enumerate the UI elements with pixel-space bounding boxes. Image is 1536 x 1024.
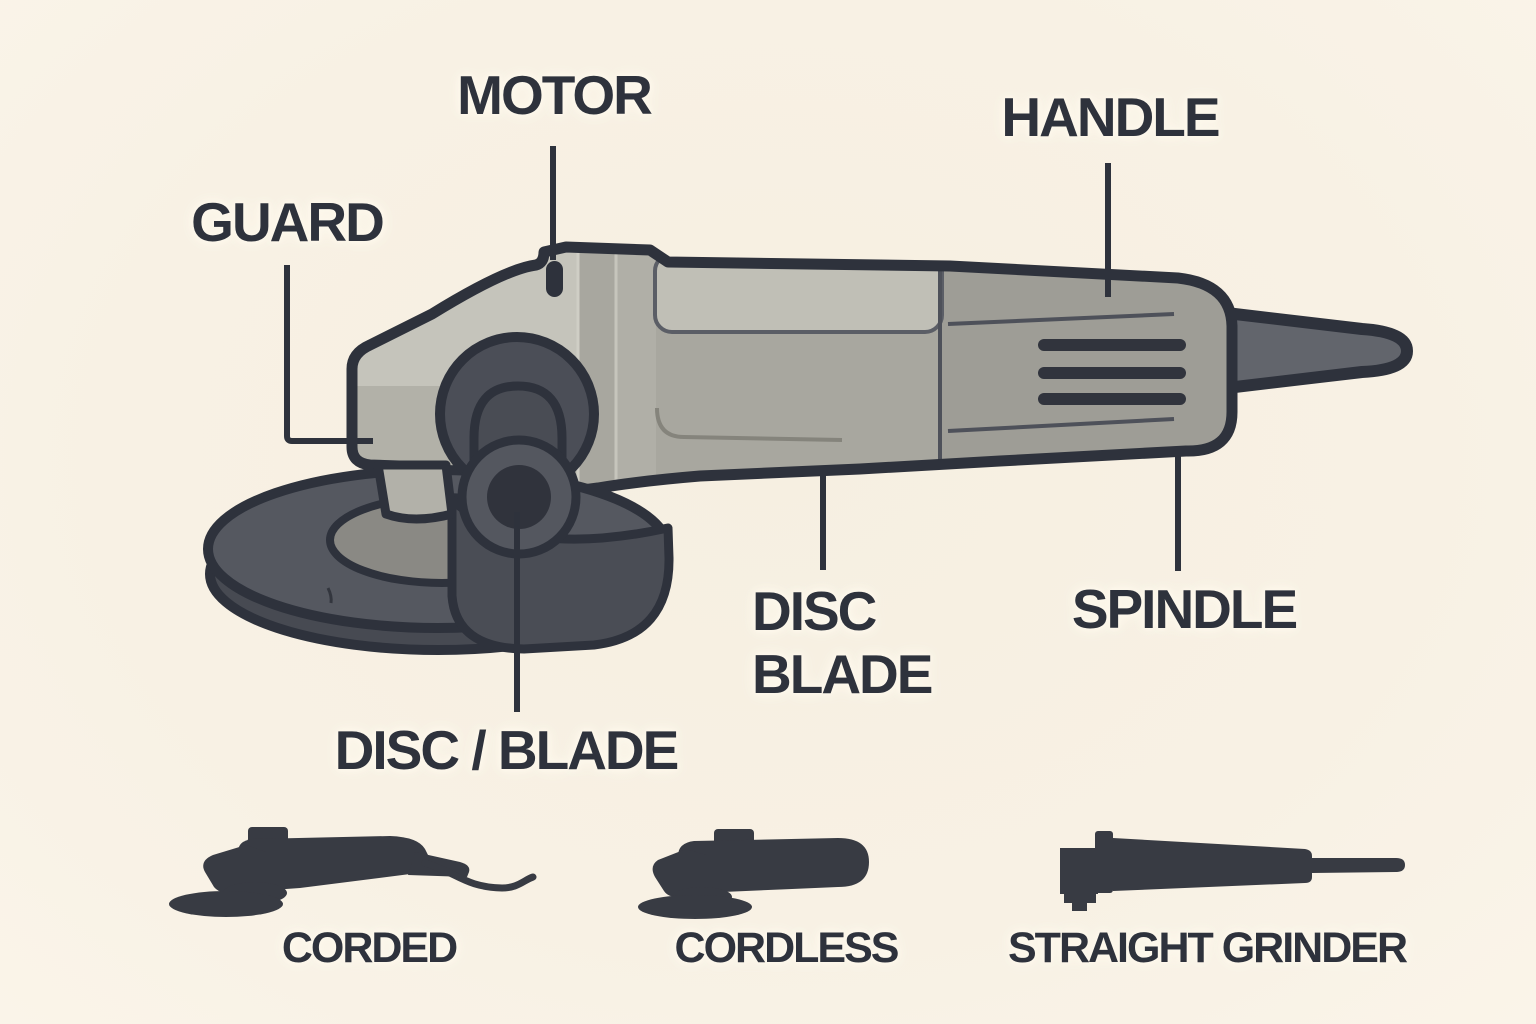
handle-grip-slots xyxy=(1038,339,1186,405)
label-disc-blade: DISC BLADE xyxy=(752,580,933,705)
rear-spindle-shaft xyxy=(1212,306,1413,395)
label-spindle: SPINDLE xyxy=(1071,578,1298,640)
label-motor: MOTOR xyxy=(457,64,653,126)
label-disc-blade-line2: BLADE xyxy=(752,642,933,705)
corded-grinder-silhouette xyxy=(169,827,537,917)
label-corded: CORDED xyxy=(281,924,458,972)
label-guard: GUARD xyxy=(191,191,385,253)
power-cord xyxy=(421,859,537,892)
neck-collar xyxy=(373,460,457,524)
label-disc-blade-line1: DISC xyxy=(752,580,877,642)
motor-switch xyxy=(546,261,563,297)
spindle-nut xyxy=(487,465,551,529)
disc-assembly xyxy=(203,460,674,655)
label-handle: HANDLE xyxy=(1001,86,1220,148)
label-straight-grinder: STRAIGHT GRINDER xyxy=(1008,924,1408,972)
straight-grinder-silhouette xyxy=(1060,831,1405,911)
guard-leader-line xyxy=(284,265,373,444)
cordless-grinder-silhouette xyxy=(638,829,869,919)
label-cordless: CORDLESS xyxy=(674,924,900,972)
leader-lines xyxy=(284,146,1181,712)
label-disc-slash-blade: DISC / BLADE xyxy=(334,719,680,781)
